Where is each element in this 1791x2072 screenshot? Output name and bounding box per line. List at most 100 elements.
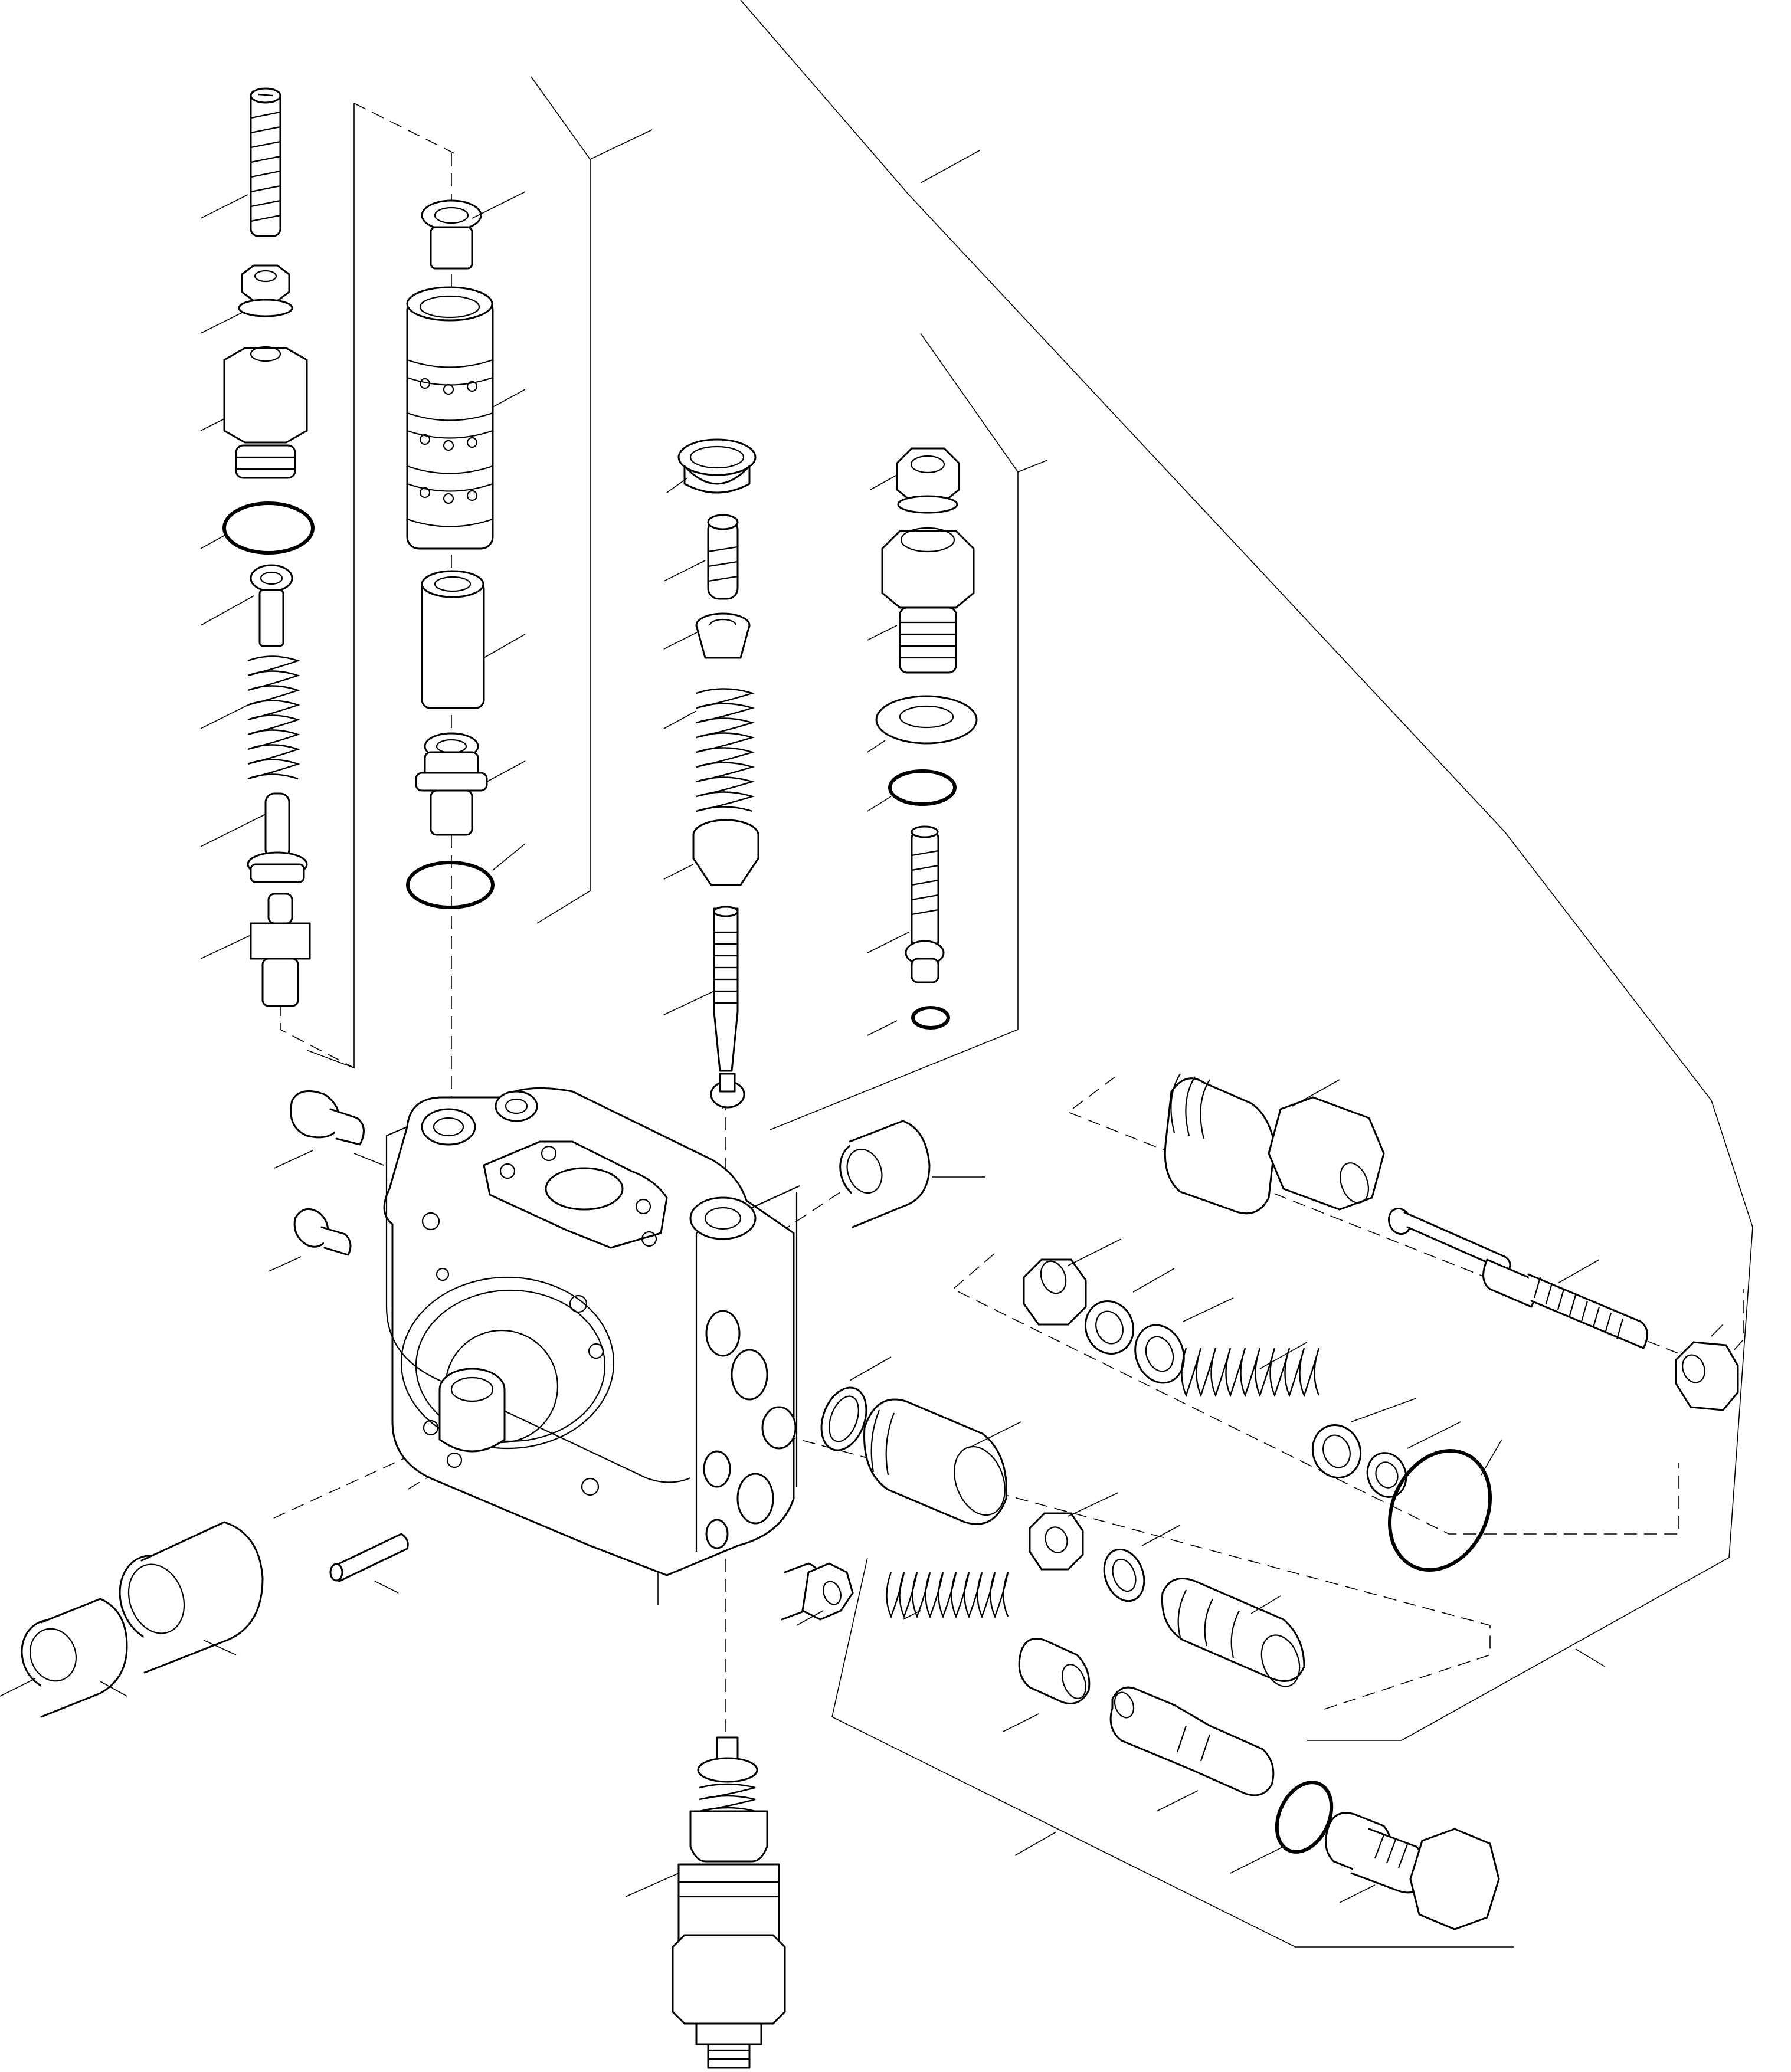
spool-icon [1387, 1207, 1648, 1349]
leader-left-4 [200, 533, 228, 549]
leader-mid-7 [1481, 1439, 1502, 1476]
bracket-spool-leader [590, 129, 653, 160]
leader-center-3 [663, 631, 700, 650]
leader-low-4 [1141, 1525, 1181, 1546]
plug-icon [695, 612, 751, 659]
bracket-bottom-assembly [831, 1557, 1514, 1948]
spring-icon [247, 655, 300, 780]
leader-cartridge-top [1292, 1079, 1340, 1107]
plug-icon [293, 1208, 352, 1256]
leader-center-2 [663, 560, 706, 582]
o-ring-icon [875, 695, 978, 745]
leader-left-5 [200, 595, 254, 626]
o-ring-icon [1084, 1300, 1135, 1355]
leader-bot-1 [796, 1610, 824, 1626]
axis-left-horizontal [271, 1454, 414, 1520]
leader-bot-2 [902, 1610, 921, 1620]
bracket-outer-large [740, 0, 1753, 1741]
dashed-left-stack-bottom [280, 1003, 355, 1068]
sleeve-icon [21, 1598, 128, 1718]
leader-plug-left-1 [274, 1150, 313, 1169]
bracket-left-stack [306, 103, 355, 1069]
spring-icon [886, 1572, 1009, 1619]
leader-mid-6 [1407, 1421, 1461, 1449]
plug-icon [881, 527, 975, 674]
nut-icon [1675, 1341, 1739, 1411]
leader-center-4 [663, 710, 697, 729]
leader-sleeve-2 [0, 1678, 36, 1697]
leader-mid-2 [1132, 1268, 1175, 1293]
leader-right-1 [870, 474, 898, 490]
sleeve-icon [119, 1521, 264, 1674]
leader-left-2 [200, 312, 243, 334]
plug-icon [415, 732, 488, 836]
o-ring-icon [222, 501, 315, 555]
leader-spool-3 [483, 634, 526, 658]
leader-center-6 [663, 991, 715, 1015]
leader-right-3 [867, 740, 886, 753]
screw-icon [707, 514, 739, 600]
leader-body-left [353, 1153, 384, 1166]
sleeve-icon [863, 1398, 1007, 1525]
leader-left-1 [200, 194, 248, 219]
leader-sleeve-3 [100, 1681, 127, 1697]
plug-icon [1311, 1424, 1362, 1478]
o-ring-icon [911, 1006, 950, 1030]
o-ring-icon [888, 769, 957, 806]
nut-icon [896, 447, 960, 514]
spool-icon [1161, 1578, 1305, 1687]
leader-spool-1 [472, 191, 526, 219]
bracket-right-stack [770, 333, 1019, 1130]
plug-icon [223, 346, 308, 479]
o-ring-icon [1275, 1781, 1334, 1854]
leader-bot-5 [1230, 1846, 1284, 1874]
right-stack [867, 447, 978, 1036]
spool-icon [710, 906, 745, 1109]
cartridge-valve-icon [1164, 1073, 1385, 1215]
screw-icon [781, 1562, 854, 1621]
nut-icon [1029, 1512, 1084, 1571]
leader-bot-4 [1156, 1790, 1199, 1812]
leader-center-5 [663, 864, 694, 880]
cartridge-valve-icon [672, 1736, 786, 2069]
leader-spool-4 [486, 760, 526, 782]
axis-upper-right-plug [778, 1185, 850, 1234]
pin-icon [329, 1533, 409, 1582]
leader-low-2 [967, 1421, 1021, 1449]
o-ring-icon [1387, 1449, 1492, 1572]
leader-nut-right [1711, 1324, 1724, 1337]
valve-body-icon [383, 1087, 800, 1576]
sleeve-icon [692, 819, 759, 886]
nut-icon [238, 264, 293, 317]
leader-pin [374, 1581, 399, 1594]
leader-mid-4 [1259, 1342, 1308, 1369]
leader-center-1 [666, 477, 688, 493]
spool-icon [1109, 1686, 1275, 1796]
bracket-outer-leader-top [920, 150, 980, 183]
leader-left-6 [200, 704, 248, 729]
leader-low-1 [849, 1356, 892, 1381]
screw-icon [250, 87, 281, 237]
leader-right-6 [867, 1020, 898, 1036]
leader-spool-5 [492, 843, 526, 871]
o-ring-icon [406, 861, 495, 909]
leader-left-8 [200, 935, 251, 959]
spring-icon [696, 688, 755, 812]
plug-icon [250, 893, 311, 1007]
plug-icon [1018, 1638, 1091, 1704]
leader-left-3 [200, 418, 225, 431]
leader-right-4 [867, 796, 892, 812]
o-ring-icon [1366, 1452, 1407, 1498]
spring-icon [1181, 1348, 1320, 1398]
leader-low-3 [1068, 1492, 1119, 1517]
nut-icon [1023, 1258, 1087, 1326]
leader-bot-6 [1339, 1884, 1376, 1903]
plug-icon [290, 1090, 365, 1146]
bracket-spool-stack [531, 76, 591, 924]
o-ring-icon [820, 1386, 867, 1451]
o-ring-icon [1103, 1548, 1145, 1602]
group-brackets [271, 0, 1753, 1948]
leader-right-2 [867, 625, 898, 641]
